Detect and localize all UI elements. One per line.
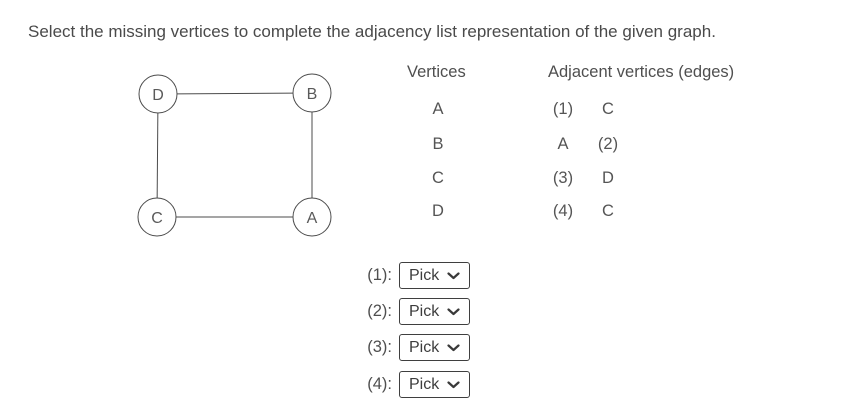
dropdown-1[interactable]: Pick (399, 262, 471, 289)
adjacency-cell-b-1: A (557, 135, 569, 153)
dropdown-row-1: (1): Pick (352, 262, 471, 289)
vertex-cell-a: A (432, 100, 444, 118)
chevron-down-icon (447, 271, 460, 279)
adjacency-cell-a-2: C (602, 100, 614, 118)
adjacency-cell-b-2: (2) (597, 135, 619, 153)
dropdown-4[interactable]: Pick (399, 371, 471, 398)
adjacency-cell-c-1: (3) (552, 169, 574, 187)
vertex-node-d (138, 74, 178, 114)
dropdown-3-value: Pick (409, 338, 440, 356)
adjacency-cell-c-2: D (602, 169, 614, 187)
dropdown-row-2: (2): Pick (352, 298, 471, 325)
dropdown-3[interactable]: Pick (399, 334, 471, 361)
dropdown-label-4: (4): (367, 375, 392, 393)
dropdown-1-value: Pick (409, 266, 440, 284)
dropdown-2-value: Pick (409, 302, 440, 320)
vertex-node-c (137, 197, 177, 237)
edge-d-c (156, 93, 159, 218)
vertex-label-d: D (152, 87, 164, 104)
vertex-cell-d: D (432, 202, 444, 220)
vertex-cell-c: C (432, 169, 444, 187)
dropdown-label-1: (1): (367, 266, 392, 284)
vertex-node-b (292, 73, 332, 113)
adjacency-cell-a-1: (1) (552, 100, 574, 118)
dropdown-label-2: (2): (367, 302, 392, 320)
graph-diagram: D B C A (137, 73, 332, 237)
vertex-label-b: B (307, 86, 318, 103)
question-prompt: Select the missing vertices to complete … (28, 22, 716, 41)
dropdown-label-3: (3): (367, 338, 392, 356)
dropdown-2[interactable]: Pick (399, 298, 471, 325)
vertex-cell-b: B (432, 135, 444, 153)
chevron-down-icon (447, 307, 460, 315)
vertex-label-a: A (307, 210, 318, 227)
dropdown-4-value: Pick (409, 375, 440, 393)
vertices-column-header: Vertices (407, 63, 466, 81)
dropdown-row-4: (4): Pick (352, 371, 471, 398)
adjacency-cell-d-1: (4) (552, 202, 574, 220)
adjacency-cell-d-2: C (602, 202, 614, 220)
adjacent-vertices-column-header: Adjacent vertices (edges) (548, 63, 735, 81)
edge-d-b (157, 92, 313, 95)
vertex-node-a (292, 197, 332, 237)
chevron-down-icon (447, 380, 460, 388)
vertex-label-c: C (151, 210, 163, 227)
chevron-down-icon (447, 343, 460, 351)
dropdown-row-3: (3): Pick (352, 334, 471, 361)
